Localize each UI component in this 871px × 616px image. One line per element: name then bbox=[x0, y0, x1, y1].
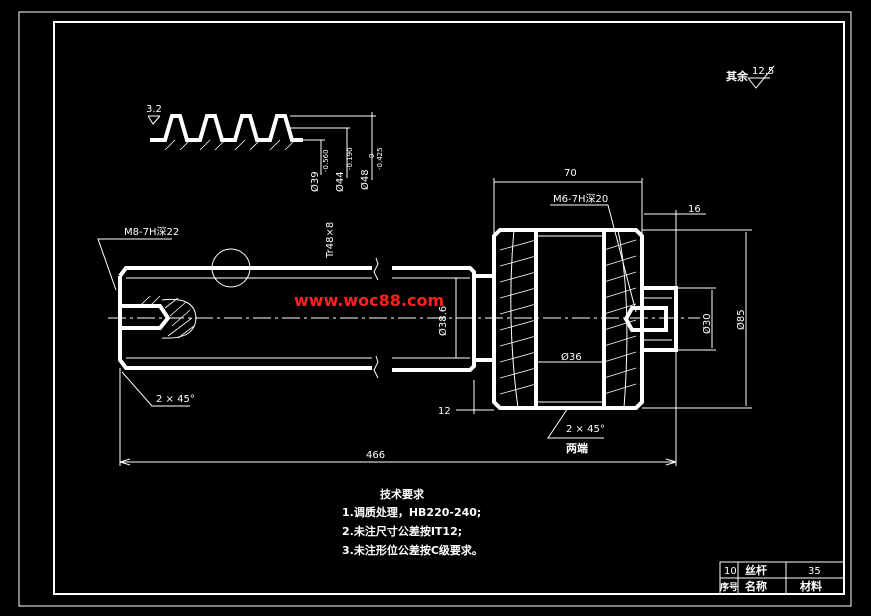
roughness-value: 12.5 bbox=[752, 66, 774, 77]
tb-header-name: 名称 bbox=[745, 579, 767, 593]
tech-item-2: 2.未注尺寸公差按IT12; bbox=[342, 524, 462, 538]
bottom-dimensions: 2 × 45° 466 bbox=[119, 350, 677, 466]
thread-profile-detail: 3.2 bbox=[146, 104, 376, 180]
right-stub bbox=[623, 286, 678, 352]
dim-d30: Ø30 bbox=[701, 313, 713, 334]
dim-tr48x8: Tr48×8 bbox=[325, 222, 336, 259]
dim-d39: Ø39 bbox=[309, 171, 321, 192]
roughness-label: 其余 bbox=[726, 69, 749, 83]
tb-name: 丝杆 bbox=[745, 563, 767, 577]
technical-requirements: 技术要求 1.调质处理，HB220-240; 2.未注尺寸公差按IT12; 3.… bbox=[342, 487, 483, 557]
title-block: 10 丝杆 35 序号 名称 材料 bbox=[719, 561, 845, 595]
roughness-note: 其余 12.5 bbox=[726, 65, 775, 89]
dim-d38-6: Ø38.6 bbox=[437, 306, 449, 336]
dim-len16: 16 bbox=[688, 204, 701, 215]
right-dimensions: 70 M6-7H深20 16 Ø85 Ø30 Ø36 Ø38.6 12 2 × … bbox=[437, 168, 752, 455]
dim-chamfer-left: 2 × 45° bbox=[156, 394, 195, 405]
left-hole-section bbox=[120, 295, 197, 339]
dim-d44-tol: -0.190 bbox=[346, 147, 354, 170]
dim-m8: M8-7H深22 bbox=[124, 226, 179, 238]
dim-chamfer-right: 2 × 45° bbox=[566, 424, 605, 435]
tb-header-material: 材料 bbox=[800, 579, 822, 593]
dim-d48-tol1: 0 bbox=[368, 154, 376, 158]
dim-both-ends: 两端 bbox=[566, 441, 588, 455]
dim-d48: Ø48 bbox=[359, 169, 371, 190]
m8-hole-callout: M8-7H深22 bbox=[97, 226, 179, 291]
flange-body bbox=[492, 228, 644, 410]
dim-d36: Ø36 bbox=[561, 351, 582, 363]
dim-len70: 70 bbox=[564, 168, 577, 179]
tb-material: 35 bbox=[808, 566, 821, 577]
dim-len12: 12 bbox=[438, 406, 451, 417]
dim-m6: M6-7H深20 bbox=[553, 193, 608, 205]
tech-item-3: 3.未注形位公差按C级要求。 bbox=[342, 543, 483, 557]
tech-item-1: 1.调质处理，HB220-240; bbox=[342, 505, 481, 519]
thread-dimensions: Ø39 -0.560 Ø44 -0.190 Ø48 0 -0.425 Tr48×… bbox=[309, 147, 384, 259]
thread-roughness: 3.2 bbox=[146, 104, 162, 115]
tb-number: 10 bbox=[724, 566, 737, 577]
watermark: www.woc88.com bbox=[294, 291, 444, 310]
dim-d39-tol: -0.560 bbox=[322, 149, 330, 172]
tech-title: 技术要求 bbox=[380, 487, 425, 501]
dim-len466: 466 bbox=[366, 450, 385, 461]
dim-d85: Ø85 bbox=[735, 309, 747, 330]
dim-d44: Ø44 bbox=[334, 171, 346, 192]
dim-d48-tol2: -0.425 bbox=[376, 147, 384, 170]
tb-header-number: 序号 bbox=[720, 581, 738, 593]
drawing-frame bbox=[18, 11, 852, 607]
